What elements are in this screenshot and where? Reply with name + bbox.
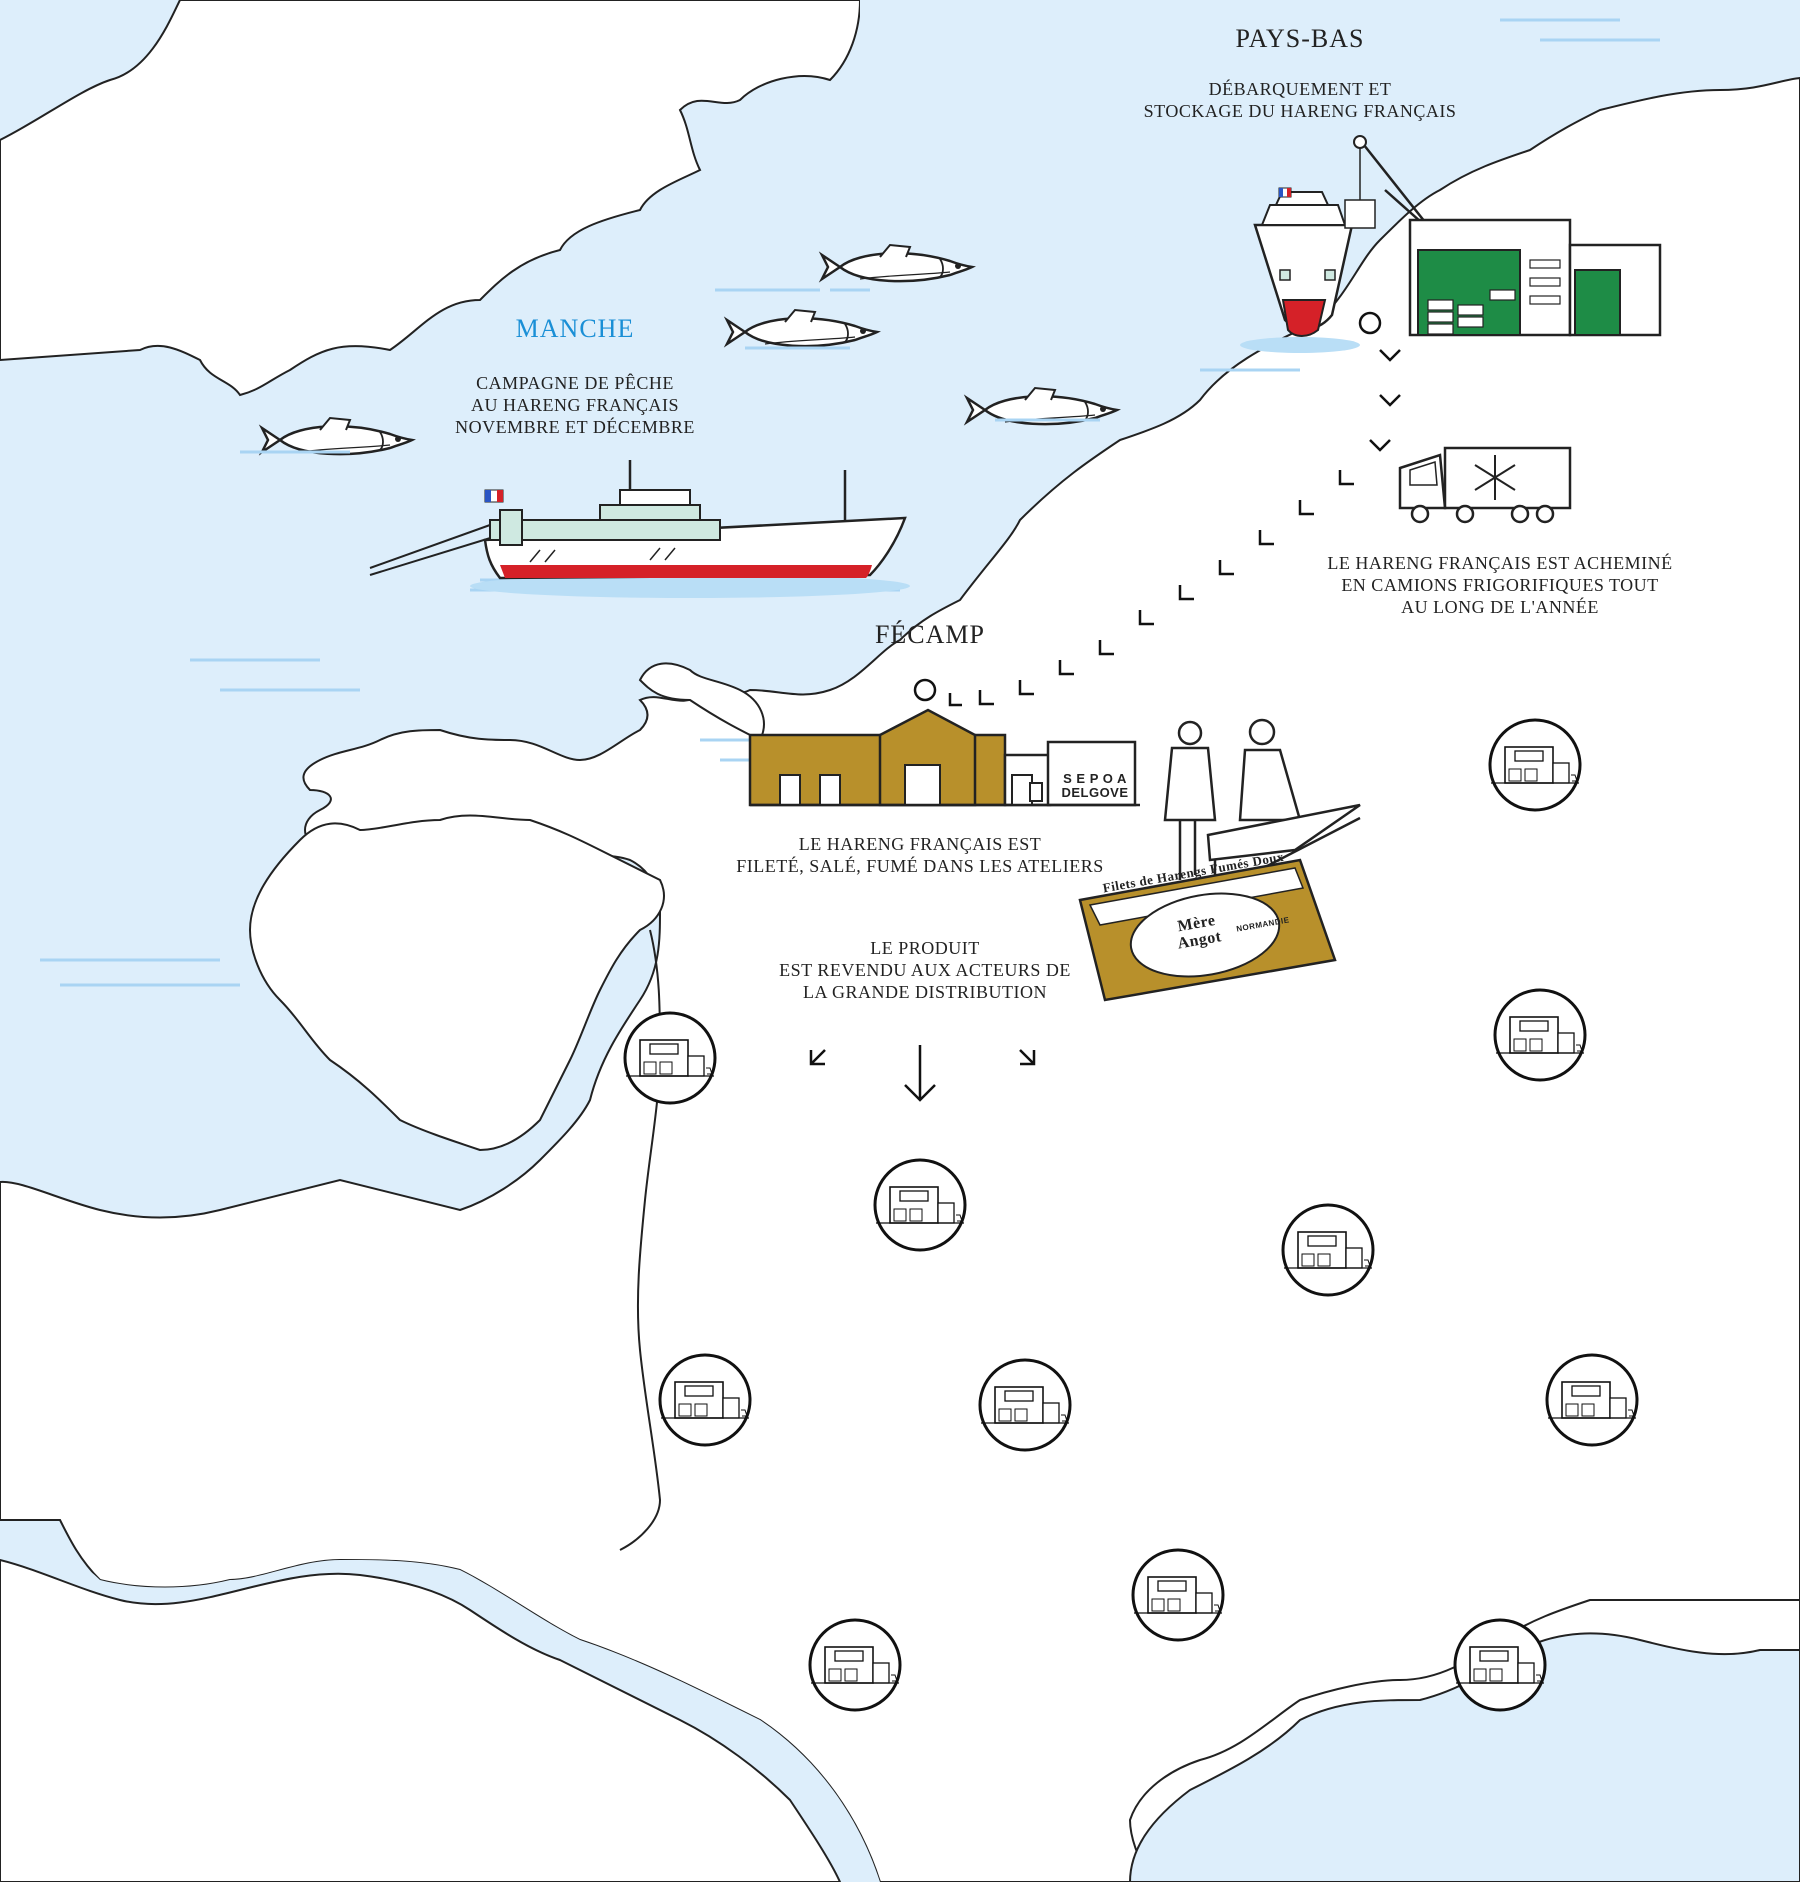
fecamp-caption: LE HARENG FRANÇAIS EST FILETÉ, SALÉ, FUM… <box>720 833 1120 877</box>
caption-line: AU HARENG FRANÇAIS <box>470 395 680 415</box>
caption-line: CAMPAGNE DE PÊCHE <box>476 373 674 393</box>
route-arrows <box>809 311 1401 1102</box>
fish-school <box>240 243 1119 456</box>
caption-line: LE PRODUIT <box>870 938 980 958</box>
store-icon <box>978 1358 1072 1452</box>
product-package-icon <box>1078 858 1337 1002</box>
company-line: S E P O A <box>1063 771 1127 786</box>
caption-line: DÉBARQUEMENT ET <box>1208 79 1392 99</box>
warehouse-icon <box>1408 218 1662 337</box>
transport-caption: LE HARENG FRANÇAIS EST ACHEMINÉ EN CAMIO… <box>1300 552 1700 618</box>
store-icon <box>1493 988 1587 1082</box>
mediterranean-sea <box>1128 1632 1800 1882</box>
store-icon <box>623 1011 717 1105</box>
caption-line: NOVEMBRE ET DÉCEMBRE <box>455 417 695 437</box>
trawler-icon <box>369 460 910 598</box>
store-icon <box>1281 1203 1375 1297</box>
store-icon <box>658 1353 752 1447</box>
caption-line: LE HARENG FRANÇAIS EST <box>798 834 1042 854</box>
caption-line: EN CAMIONS FRIGORIFIQUES TOUT <box>1341 575 1659 595</box>
netherlands-title: PAYS-BAS <box>1235 24 1365 53</box>
brittany-coast <box>248 814 665 1152</box>
fish-icon <box>820 243 974 283</box>
fish-icon <box>725 308 879 348</box>
iberia-landmass <box>0 1558 842 1882</box>
caption-line: LE HARENG FRANÇAIS EST ACHEMINÉ <box>1327 553 1673 573</box>
caption-line: EST REVENDU AUX ACTEURS DE <box>779 960 1071 980</box>
sea-title: MANCHE <box>515 314 635 343</box>
refrigerated-truck-icon <box>1398 446 1572 524</box>
fecamp-title: FÉCAMP <box>874 620 986 649</box>
store-icon <box>808 1618 902 1712</box>
caption-line: LA GRANDE DISTRIBUTION <box>803 982 1047 1002</box>
store-icon <box>873 1158 967 1252</box>
distribution-caption: LE PRODUIT EST REVENDU AUX ACTEURS DE LA… <box>760 937 1090 1003</box>
caption-line: FILETÉ, SALÉ, FUMÉ DANS LES ATELIERS <box>736 856 1104 876</box>
store-icon <box>1453 1618 1547 1712</box>
store-icon <box>1131 1548 1225 1642</box>
caption-line: AU LONG DE L'ANNÉE <box>1401 597 1599 617</box>
cotentin-peninsula <box>638 662 765 742</box>
fecamp-marker <box>913 678 937 702</box>
caption-line: STOCKAGE DU HARENG FRANÇAIS <box>1143 101 1457 121</box>
britain-landmass-east <box>860 0 1200 246</box>
factory-icon <box>748 708 1140 807</box>
store-icon <box>1545 1353 1639 1447</box>
company-sign: S E P O A DELGOVE <box>1055 772 1135 800</box>
fish-icon <box>260 416 414 456</box>
cargo-ship-icon <box>1240 135 1431 353</box>
port-marker <box>1358 311 1382 335</box>
store-icon <box>1488 718 1582 812</box>
netherlands-caption: DÉBARQUEMENT ET STOCKAGE DU HARENG FRANÇ… <box>1100 78 1500 122</box>
sea-caption: CAMPAGNE DE PÊCHE AU HARENG FRANÇAIS NOV… <box>410 372 740 438</box>
company-line: DELGOVE <box>1061 785 1129 800</box>
